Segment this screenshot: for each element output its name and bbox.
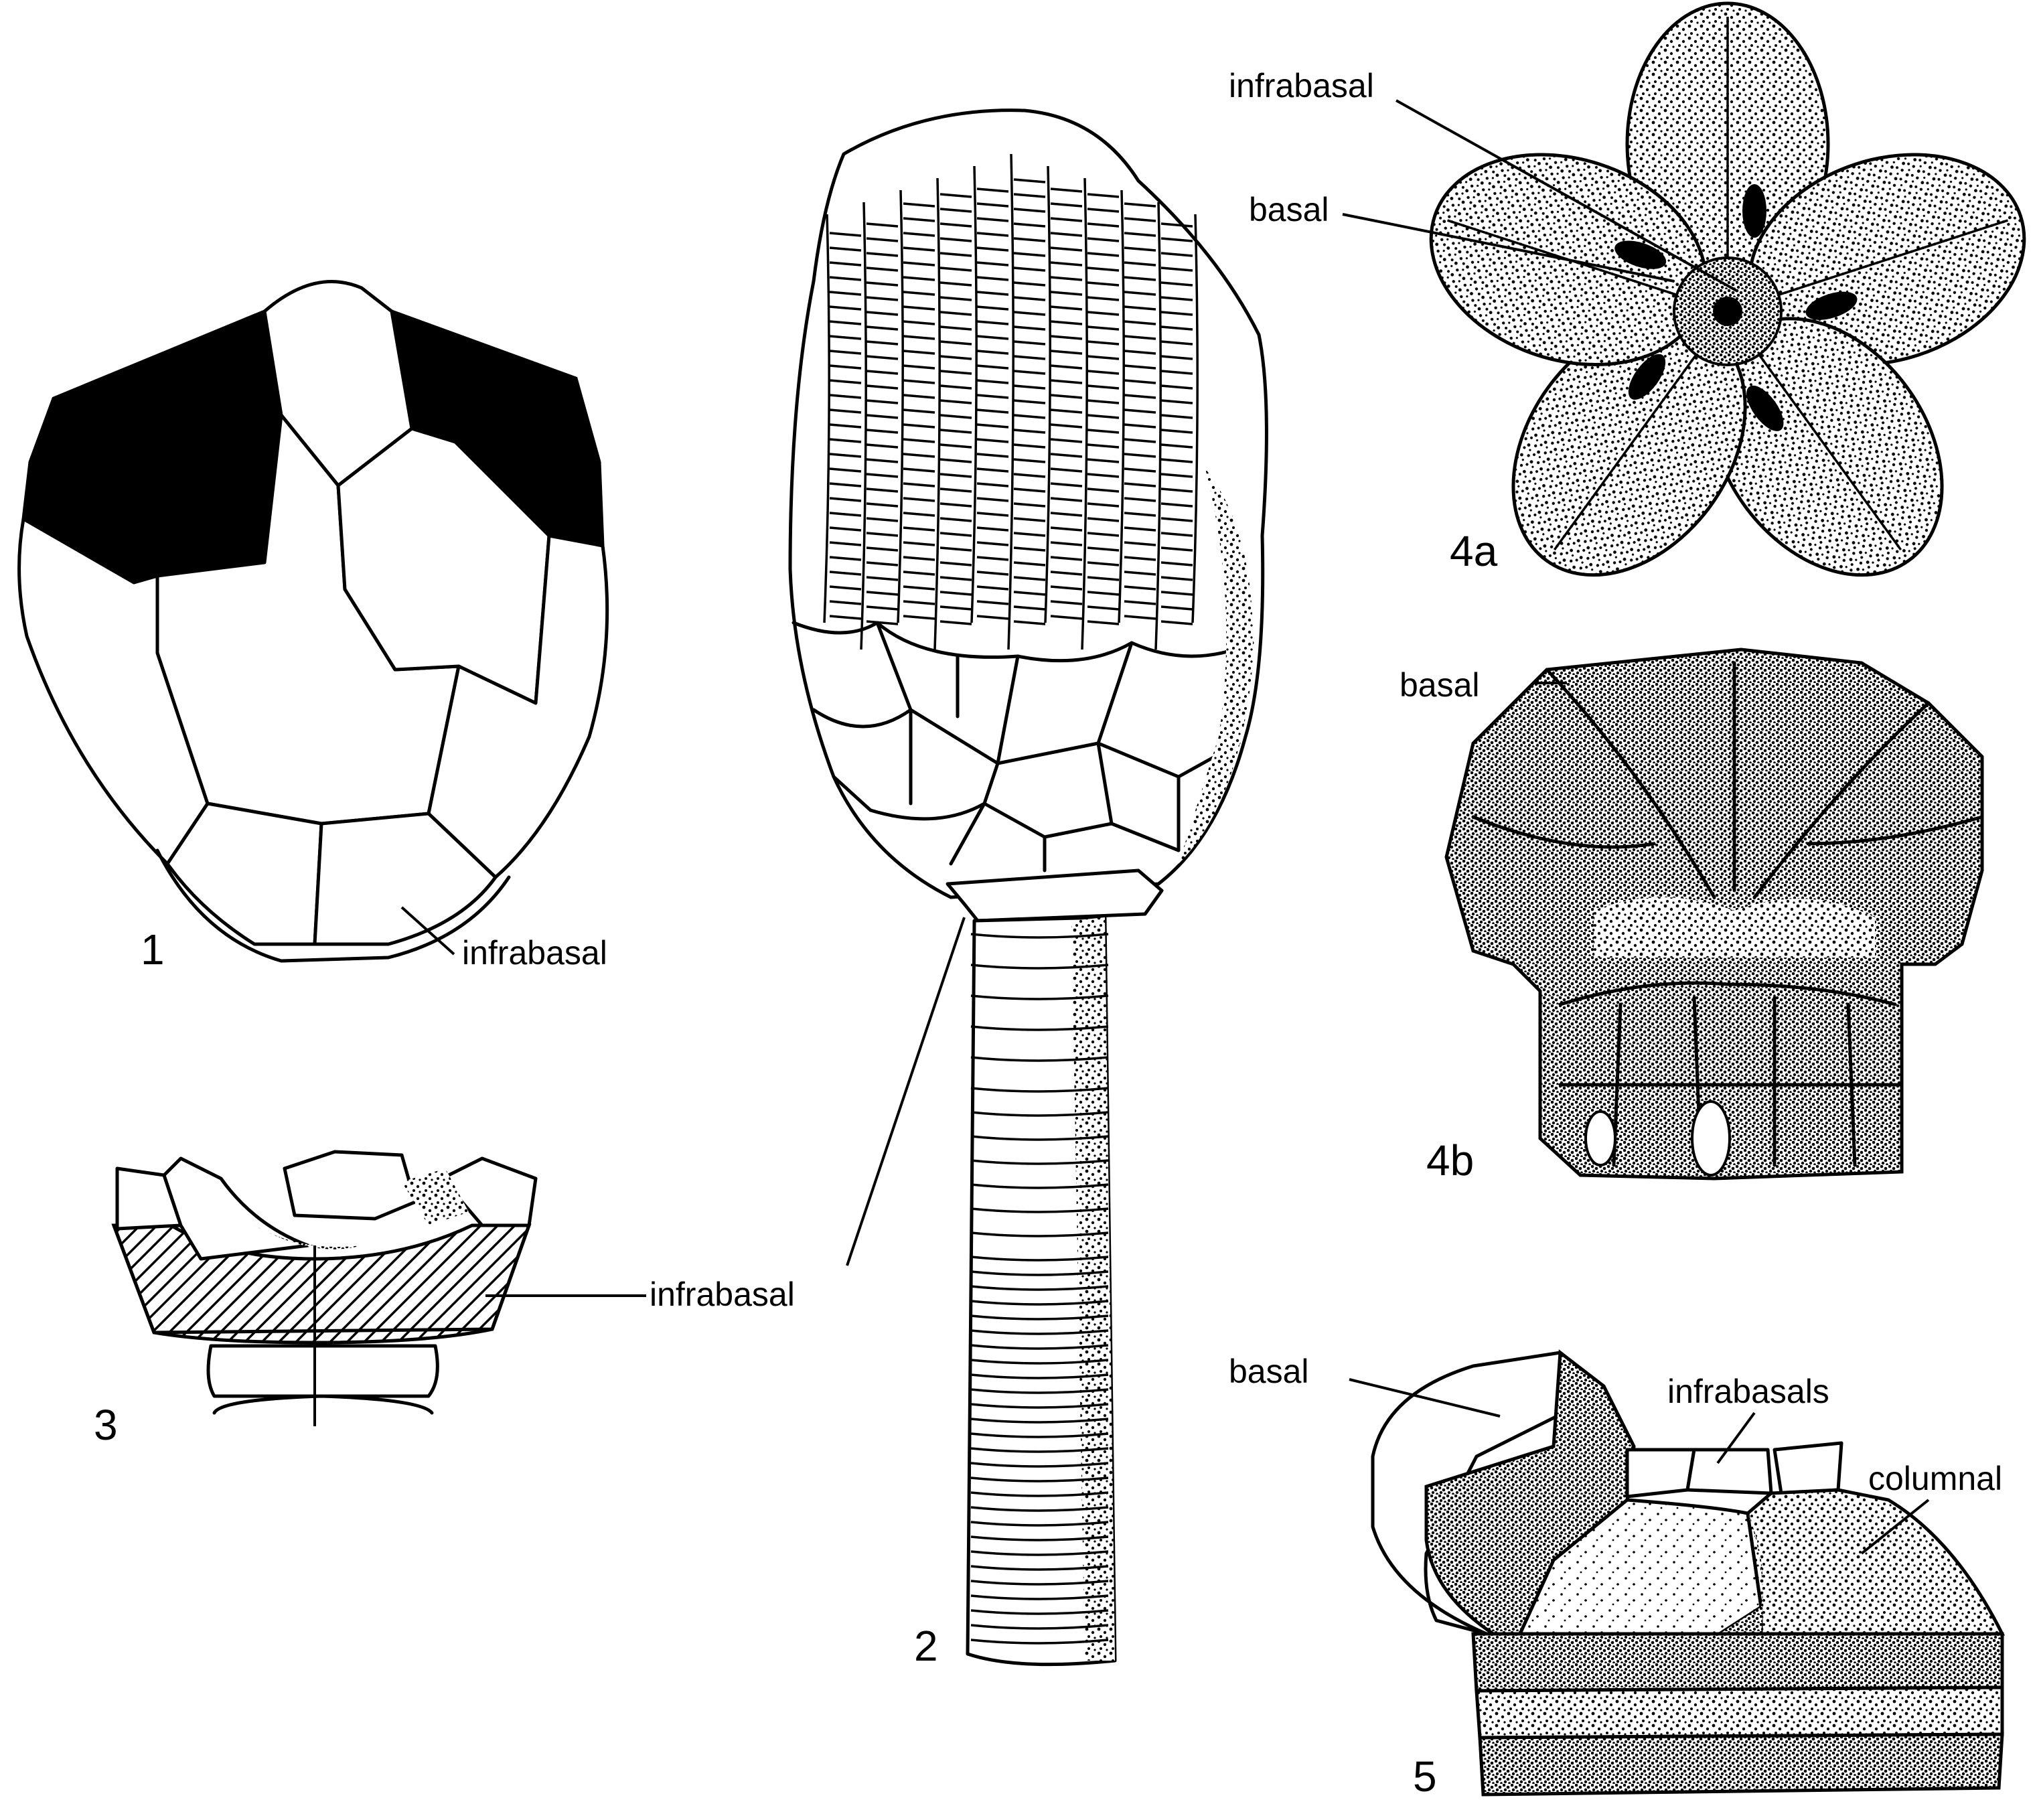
fig5-columnal-label: columnal <box>1868 1460 2002 1497</box>
figure-4b-cup-side-view: basal 4b <box>1400 650 1982 1185</box>
fig4b-number: 4b <box>1426 1136 1474 1185</box>
fig2-stem-columnals <box>968 917 1115 1665</box>
fig4b-basal-label: basal <box>1400 666 1480 704</box>
figure-2-crinoid: 2 <box>790 110 1266 1670</box>
fig5-number: 5 <box>1413 1752 1437 1801</box>
fig5-infrabasals-label: infrabasals <box>1667 1373 1829 1410</box>
fig5-basal-label: basal <box>1229 1353 1309 1390</box>
fig4a-number: 4a <box>1450 527 1498 575</box>
figure-5-basal-detail: basal infrabasals columnal 5 <box>1229 1353 2002 1801</box>
figure-4a-cup-base-view: infrabasal basal 4a <box>1229 3 2035 619</box>
fig4a-basal-label: basal <box>1249 191 1329 228</box>
fig1-number: 1 <box>141 925 165 974</box>
fig2-number: 2 <box>914 1622 938 1670</box>
fig4a-infrabasal-label: infrabasal <box>1229 67 1374 104</box>
fig3-infrabasal-label: infrabasal <box>650 1276 795 1313</box>
fig2-leader-line <box>847 917 964 1266</box>
figure-1-cup: infrabasal 1 <box>19 282 607 974</box>
figure-3-cup-section: infrabasal 3 <box>94 1152 795 1449</box>
fig1-infrabasal-label: infrabasal <box>462 934 607 972</box>
fig3-number: 3 <box>94 1401 118 1449</box>
